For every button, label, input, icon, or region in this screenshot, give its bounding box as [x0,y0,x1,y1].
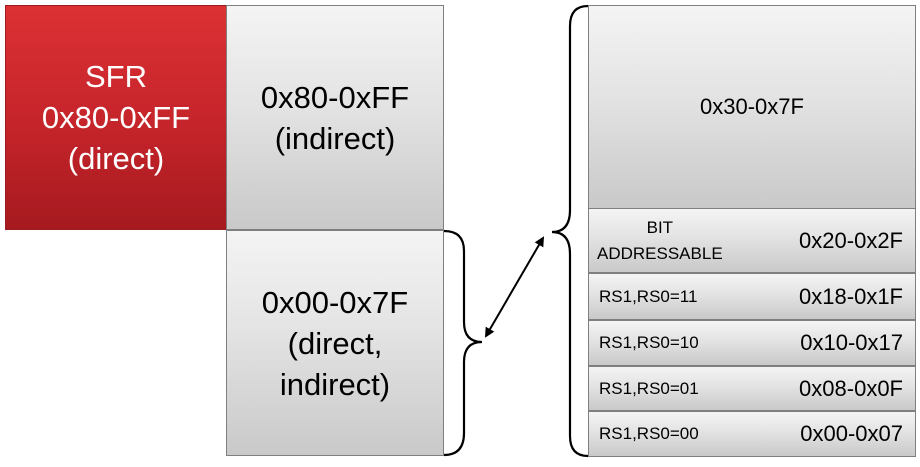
upper-ram-block: 0x80-0xFF (indirect) [226,5,444,230]
bit-addressable-label: BIT ADDRESSABLE [597,209,723,272]
lower-ram-block: 0x00-0x7F (direct, indirect) [226,230,444,456]
detail-brace [551,4,589,458]
register-bank-label: RS1,RS0=00 [599,424,699,443]
lower-ram-brace [443,229,483,457]
sfr-block: SFR 0x80-0xFF (direct) [5,5,227,230]
upper-ram-range: 0x80-0xFF [260,79,410,115]
sfr-range: 0x80-0xFF [41,100,191,135]
register-bank-row: RS1,RS0=11 0x18-0x1F [588,273,916,320]
bit-addressable-label-line-1: BIT [646,217,674,237]
bit-addressable-range: 0x20-0x2F [799,227,903,253]
upper-ram-mode: (indirect) [274,120,396,156]
register-bank-row: RS1,RS0=00 0x00-0x07 [588,411,916,457]
register-bank-row: RS1,RS0=01 0x08-0x0F [588,366,916,411]
bit-addressable-row: BIT ADDRESSABLE 0x20-0x2F [588,208,916,273]
lower-ram-range: 0x00-0x7F [261,284,409,320]
register-bank-label: RS1,RS0=10 [599,333,699,352]
sfr-title: SFR [85,59,147,94]
register-bank-label: RS1,RS0=11 [599,286,698,306]
register-bank-label: RS1,RS0=01 [599,378,699,398]
general-purpose-range: 0x30-0x7F [700,94,804,119]
lower-ram-mode-1: (direct, [287,325,383,361]
sfr-mode: (direct) [67,141,165,176]
register-bank-row: RS1,RS0=10 0x10-0x17 [588,320,916,366]
register-bank-range: 0x00-0x07 [800,421,903,446]
register-bank-range: 0x18-0x1F [799,283,903,309]
bit-addressable-label-line-2: ADDRESSABLE [597,243,723,263]
register-bank-range: 0x08-0x0F [799,375,903,401]
register-bank-range: 0x10-0x17 [800,330,903,355]
expand-arrow [484,236,545,338]
general-purpose-ram-block: 0x30-0x7F [588,5,916,209]
lower-ram-mode-2: indirect) [279,366,391,402]
